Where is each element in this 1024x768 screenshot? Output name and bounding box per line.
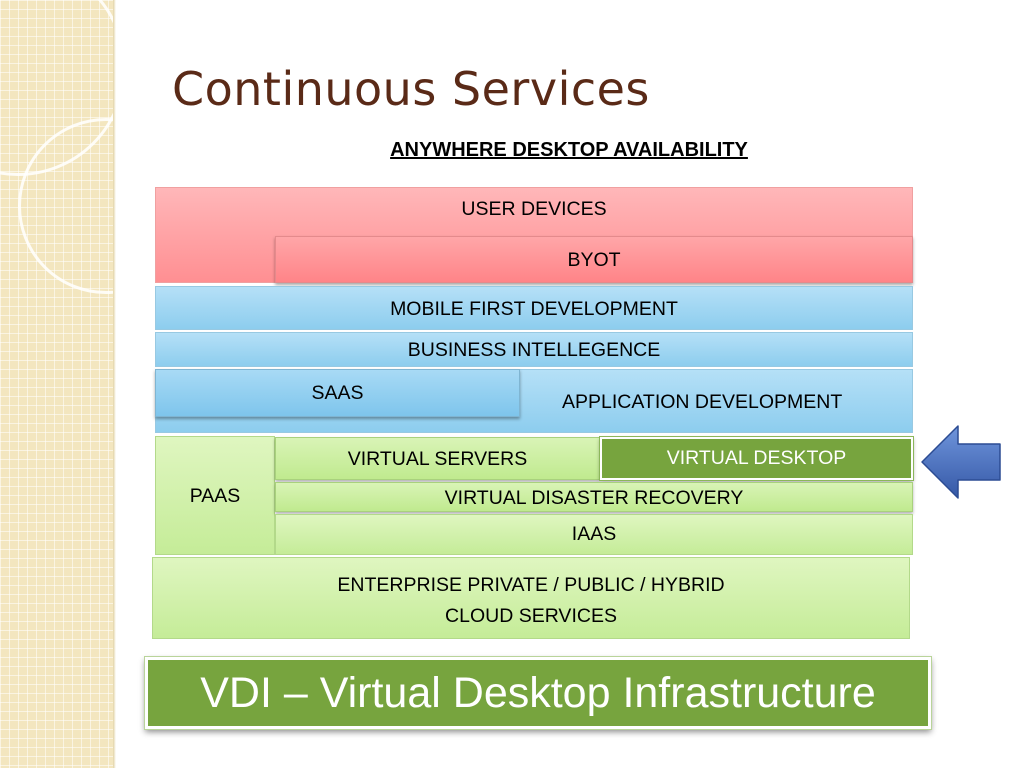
slide-subtitle: ANYWHERE DESKTOP AVAILABILITY <box>390 139 748 161</box>
virtual-desktop-highlight: VIRTUAL DESKTOP <box>600 437 913 480</box>
virtual-servers-label: VIRTUAL SERVERS <box>347 448 528 470</box>
virtual-desktop-label: VIRTUAL DESKTOP <box>666 447 847 469</box>
sidebar-edge <box>113 0 116 768</box>
saas-label: SAAS <box>311 382 364 404</box>
byot-layer: BYOT <box>275 236 913 283</box>
vdi-banner-text: VDI – Virtual Desktop Infrastructure <box>200 668 876 717</box>
decorative-sidebar <box>0 0 113 768</box>
application-development-label: APPLICATION DEVELOPMENT <box>562 391 843 413</box>
cloud-services-label-line1: ENTERPRISE PRIVATE / PUBLIC / HYBRID <box>337 574 725 596</box>
left-arrow-icon <box>921 425 1001 499</box>
mobile-first-development-layer: MOBILE FIRST DEVELOPMENT <box>155 286 913 330</box>
user-devices-label: USER DEVICES <box>461 198 607 220</box>
business-intelligence-layer: BUSINESS INTELLEGENCE <box>155 332 913 367</box>
paas-label: PAAS <box>189 485 241 507</box>
virtual-disaster-recovery-label: VIRTUAL DISASTER RECOVERY <box>444 487 744 509</box>
virtual-disaster-recovery-layer: VIRTUAL DISASTER RECOVERY <box>275 482 913 512</box>
iaas-layer: IAAS <box>275 514 913 555</box>
mobile-first-development-label: MOBILE FIRST DEVELOPMENT <box>390 298 678 320</box>
byot-label: BYOT <box>567 249 621 271</box>
virtual-servers-layer: VIRTUAL SERVERS <box>275 437 600 480</box>
saas-layer: SAAS <box>155 369 520 417</box>
cloud-services-layer: ENTERPRISE PRIVATE / PUBLIC / HYBRID CLO… <box>152 557 910 639</box>
business-intelligence-label: BUSINESS INTELLEGENCE <box>407 339 661 361</box>
cloud-services-label-line2: CLOUD SERVICES <box>445 605 617 627</box>
vdi-banner: VDI – Virtual Desktop Infrastructure <box>145 657 931 729</box>
slide-title: Continuous Services <box>172 62 650 116</box>
paas-layer: PAAS <box>155 436 275 555</box>
iaas-label: IAAS <box>571 523 617 545</box>
